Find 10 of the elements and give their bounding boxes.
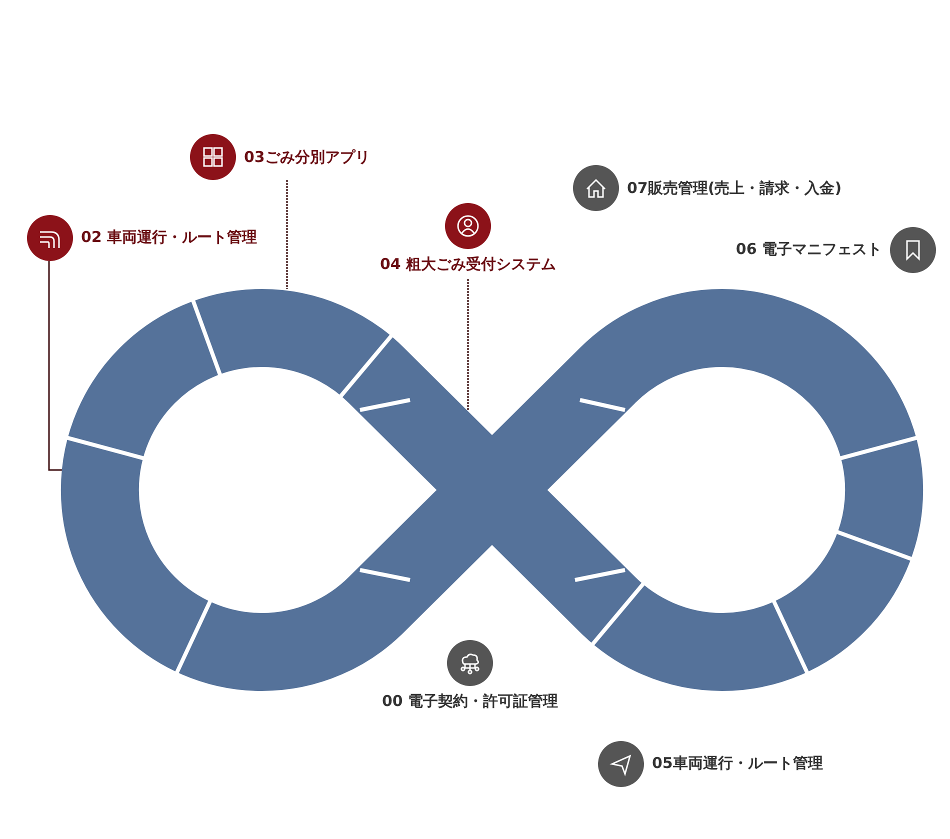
leader-line: [286, 180, 288, 290]
leader-line: [467, 279, 469, 411]
feature-title: 00 電子契約・許可証管理: [382, 692, 558, 711]
feature-title: 07販売管理(売上・請求・入金): [627, 178, 842, 198]
feature-title: 06 電子マニフェスト: [736, 240, 882, 259]
feature-title: 03ごみ分別アプリ: [244, 148, 370, 166]
leader-line: [48, 261, 62, 471]
feature-title: 04 粗大ごみ受付システム: [380, 255, 556, 274]
feature-title: 05車両運行・ルート管理: [652, 754, 823, 773]
feature-title: 02 車両運行・ルート管理: [81, 228, 258, 247]
